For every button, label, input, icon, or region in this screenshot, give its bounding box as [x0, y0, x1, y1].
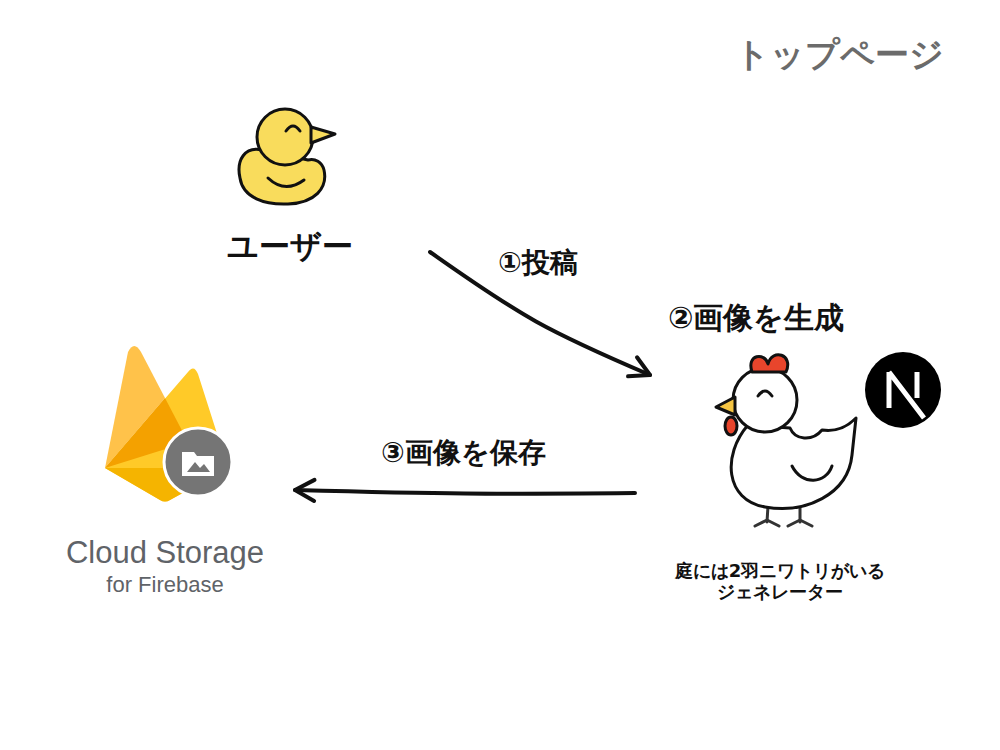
- connector-line: [295, 490, 635, 494]
- node-label: ユーザー: [227, 228, 353, 265]
- node-label: 庭には2羽ニワトリがいる ジェネレーター: [655, 560, 905, 603]
- node-sublabel: for Firebase: [106, 572, 223, 598]
- edge-label: ①投稿: [495, 246, 581, 280]
- page-title: トップページ: [735, 34, 944, 75]
- step-label: ②画像を生成: [668, 300, 844, 336]
- arrow-head: [295, 480, 315, 501]
- flow-arrow: [295, 480, 635, 501]
- node-label: Cloud Storage: [66, 534, 264, 571]
- nextjs-logo: [865, 352, 941, 428]
- storage-service: Cloud Storagefor Firebase: [40, 340, 290, 602]
- edge-label: ③画像を保存: [378, 436, 549, 470]
- user-actor: ユーザー: [160, 100, 420, 267]
- generator-app: 庭には2羽ニワトリがいる ジェネレーター: [640, 355, 920, 607]
- duck-icon: [239, 109, 335, 204]
- firebase-storage-logo: [105, 346, 232, 502]
- chicken-icon: [716, 355, 856, 526]
- arrow-head: [628, 357, 650, 376]
